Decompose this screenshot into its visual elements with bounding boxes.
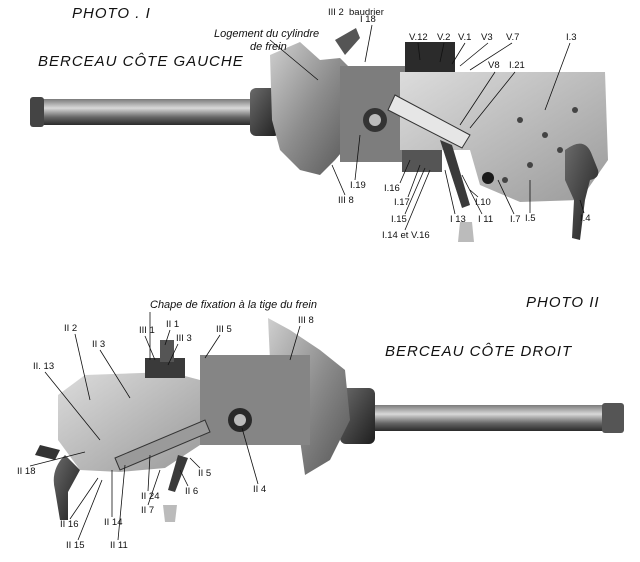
photo1-annotation-line2: de frein: [250, 41, 287, 53]
photo1-trigger: [440, 140, 470, 208]
photo1-handle: [565, 143, 599, 240]
photo1-label-I13: I 13: [450, 214, 466, 225]
photo1-label-I21: I.21: [509, 60, 525, 71]
photo2-label-II7: II 7: [141, 505, 154, 516]
photo1-rivets: [502, 107, 578, 183]
photo2-label-III1: III 1: [139, 325, 155, 336]
photo1-label-V7: V.7: [506, 32, 519, 43]
photo2-label-II6: II 6: [185, 486, 198, 497]
photo2-annotation: Chape de fixation à la tige du frein: [150, 299, 317, 311]
photo1-gun-image: [30, 28, 608, 242]
photo1-label-III8: III 8: [338, 195, 354, 206]
photo1-label-I7: I.7: [510, 214, 521, 225]
photo2-muzzle: [602, 403, 624, 433]
photo1-label-V12: V.12: [409, 32, 428, 43]
photo1-label-I4: I.4: [580, 213, 591, 224]
photo1-label-I10: I.10: [475, 197, 491, 208]
photo1-title: BERCEAU CÔTE GAUCHE: [38, 53, 244, 70]
photo2-number: PHOTO II: [526, 294, 600, 311]
photo2-pin: [163, 505, 177, 522]
photo2-label-II5: II 5: [198, 468, 211, 479]
photo1-muzzle: [30, 97, 44, 127]
photo1-front-casting: [270, 42, 352, 175]
photo1-lever: [387, 94, 471, 149]
photo1-label-I11: I 11: [478, 214, 493, 225]
photo1-label-V1: V.1: [458, 32, 471, 43]
photo2-label-II13: II. 13: [33, 361, 54, 372]
photo1-label-I19: I.19: [350, 180, 366, 191]
photo2-label-II16: II 16: [60, 519, 79, 530]
photo2-label-II3: II 3: [92, 339, 105, 350]
photo2-label-II2: II 2: [64, 323, 77, 334]
photo1-label-I14V16: I.14 et V.16: [382, 230, 430, 241]
photo1-label-I15: I.15: [391, 214, 407, 225]
photo1-label-V2: V.2: [437, 32, 450, 43]
photo2-collar: [340, 388, 375, 444]
photo2-label-III5: III 5: [216, 324, 232, 335]
photo1-label-V3: V3: [481, 32, 493, 43]
photo2-group: PHOTO II BERCEAU CÔTE DROIT: [17, 294, 624, 551]
photo1-label-V8: V8: [488, 60, 500, 71]
photo1-callouts: Logement du cylindre de frein III 2 baud…: [214, 7, 591, 241]
photo1-barrel: [34, 99, 260, 125]
photo2-label-II24: II 24: [141, 491, 160, 502]
photo2-label-II14: II 14: [104, 517, 123, 528]
photo1-firing-mechanism: [405, 42, 455, 72]
photo1-bracket: [335, 28, 360, 55]
photo2-cradle-body: [200, 355, 310, 445]
photo2-title: BERCEAU CÔTE DROIT: [385, 343, 573, 360]
photo1-number: PHOTO . I: [72, 5, 151, 22]
photo1-breech-plate: [400, 72, 608, 202]
photo1-label-III2: III 2: [328, 7, 344, 18]
photo2-top-fitting: [145, 358, 185, 378]
photo1-label-I18: I 18: [360, 14, 376, 25]
photo1-label-I5: I.5: [525, 213, 536, 224]
photo1-label-I16: I.16: [384, 183, 400, 194]
photo1-label-I3: I.3: [566, 32, 577, 43]
photo2-handle: [53, 455, 80, 520]
photo2-label-II18: II 18: [17, 466, 36, 477]
photo2-label-II11: II 11: [110, 540, 128, 551]
photo2-label-III3: III 3: [176, 333, 192, 344]
photo1-pin: [458, 222, 474, 242]
photo2-gun-image: [35, 318, 624, 522]
photo2-label-III8: III 8: [298, 315, 314, 326]
photo1-annotation-line1: Logement du cylindre: [214, 28, 319, 40]
photo2-trigger: [168, 455, 188, 492]
photo2-lever: [114, 419, 211, 471]
photo1-label-baudrier: baudrier: [349, 7, 384, 18]
photo2-label-II1: II 1: [166, 319, 179, 330]
photo2-callouts: Chape de fixation à la tige du frein III…: [17, 299, 317, 551]
photo2-barrel: [370, 405, 610, 431]
photo1-label-I17: I.17: [394, 197, 410, 208]
photo2-label-II15: II 15: [66, 540, 85, 551]
photo1-group: PHOTO . I BERCEAU CÔTE GAUCHE: [30, 5, 608, 242]
photo2-label-II4: II 4: [253, 484, 266, 495]
